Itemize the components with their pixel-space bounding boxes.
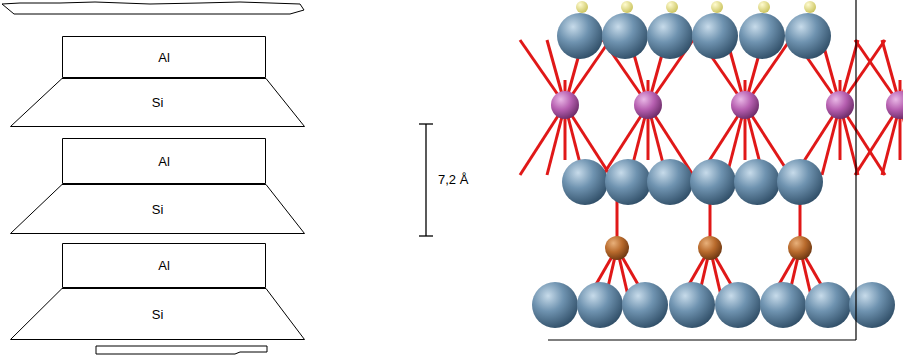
- octahedral-sheet: Al: [62, 243, 266, 288]
- atom: [698, 236, 722, 260]
- sheet-label: Si: [152, 95, 164, 110]
- atom: [647, 159, 693, 205]
- sheet-outline: [63, 139, 266, 184]
- tetrahedral-sheet: Si: [10, 78, 305, 127]
- sheet-label: Al: [158, 258, 170, 273]
- atom-balls: [532, 1, 903, 328]
- atom: [805, 282, 851, 328]
- sheet-label: Si: [152, 202, 164, 217]
- atom: [760, 282, 806, 328]
- atom: [622, 282, 668, 328]
- sheet-outline: [63, 37, 266, 78]
- atom: [731, 91, 759, 119]
- tetrahedral-sheet: Si: [10, 288, 305, 340]
- atom: [647, 13, 693, 59]
- dimension-label: 7,2 Å: [437, 172, 469, 187]
- atom: [605, 236, 629, 260]
- frame: [548, 0, 856, 340]
- atom: [785, 13, 831, 59]
- dimension-bracket: [419, 124, 433, 236]
- atom: [576, 1, 588, 13]
- atom: [621, 1, 633, 13]
- atom: [788, 236, 812, 260]
- partial-layer: [96, 346, 267, 354]
- sheet-label: Si: [152, 307, 164, 322]
- atom: [666, 1, 678, 13]
- atom: [711, 1, 723, 13]
- atom: [602, 13, 648, 59]
- atom: [551, 91, 579, 119]
- atom: [886, 91, 903, 119]
- atom: [605, 159, 651, 205]
- sheet-outline: [63, 244, 266, 288]
- atom: [715, 282, 761, 328]
- sheet-outline: [11, 185, 305, 234]
- atom: [692, 13, 738, 59]
- atom: [734, 159, 780, 205]
- sheet-outline: [11, 79, 305, 127]
- bond-lines: [520, 40, 903, 300]
- octahedral-sheet: Al: [62, 138, 266, 184]
- atom: [739, 13, 785, 59]
- atom: [758, 1, 770, 13]
- sheet-outline: [11, 289, 305, 340]
- sheet-label: Al: [158, 154, 170, 169]
- octahedral-sheet: Al: [62, 36, 266, 78]
- atom: [669, 282, 715, 328]
- atom: [557, 13, 603, 59]
- atom: [532, 282, 578, 328]
- atom: [634, 91, 662, 119]
- tetrahedral-sheet: Si: [10, 184, 305, 234]
- atom: [826, 91, 854, 119]
- atom: [804, 1, 816, 13]
- atom: [562, 159, 608, 205]
- atom: [690, 159, 736, 205]
- atom: [577, 282, 623, 328]
- atom: [777, 159, 823, 205]
- partial-layer: [2, 2, 304, 14]
- sheet-label: Al: [158, 50, 170, 65]
